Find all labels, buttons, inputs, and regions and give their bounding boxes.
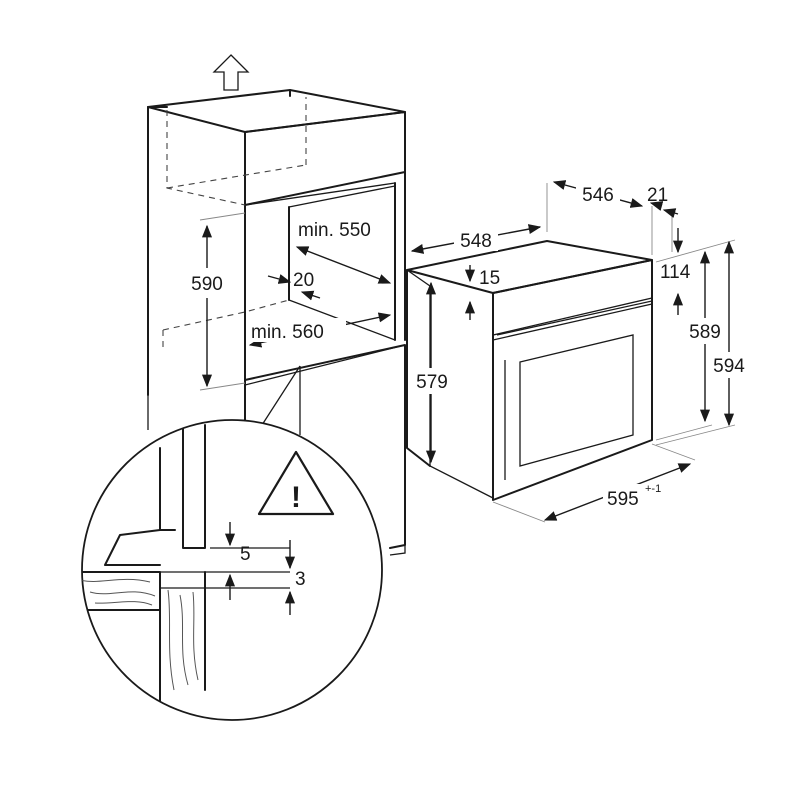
oven-total-height-label: 594 (713, 356, 745, 377)
oven-body-height-label: 579 (416, 372, 448, 393)
oven-front-height-label: 589 (689, 322, 721, 343)
cabinet-width-label: min. 560 (251, 322, 324, 343)
cabinet-dimensions: 590 min. 550 20 min. 560 (180, 212, 392, 391)
oven-depth-body-label: 548 (460, 231, 492, 252)
warning-triangle-icon: ! (257, 450, 335, 516)
cabinet-height-label: 590 (191, 274, 223, 295)
oven-width-label: 595 (607, 489, 639, 510)
oven-front-offset-label: 21 (647, 185, 668, 206)
oven-top-offset-label: 15 (479, 268, 500, 289)
warning-mark: ! (291, 481, 301, 514)
cabinet-gap-label: 20 (293, 270, 314, 291)
up-arrow-icon (212, 54, 250, 91)
detail-gap-label: 5 (240, 544, 251, 565)
oven-depth-total-label: 546 (582, 185, 614, 206)
detail-circle: 5 3 ! (81, 419, 383, 721)
oven-dimensions: 546 21 548 579 15 114 589 594 (410, 180, 752, 523)
oven-panel-height-label: 114 (660, 262, 691, 283)
cabinet (147, 54, 406, 601)
detail-floor-label: 3 (295, 569, 306, 590)
oven-width-tolerance: +-1 (645, 483, 661, 495)
cabinet-depth-label: min. 550 (298, 220, 371, 241)
